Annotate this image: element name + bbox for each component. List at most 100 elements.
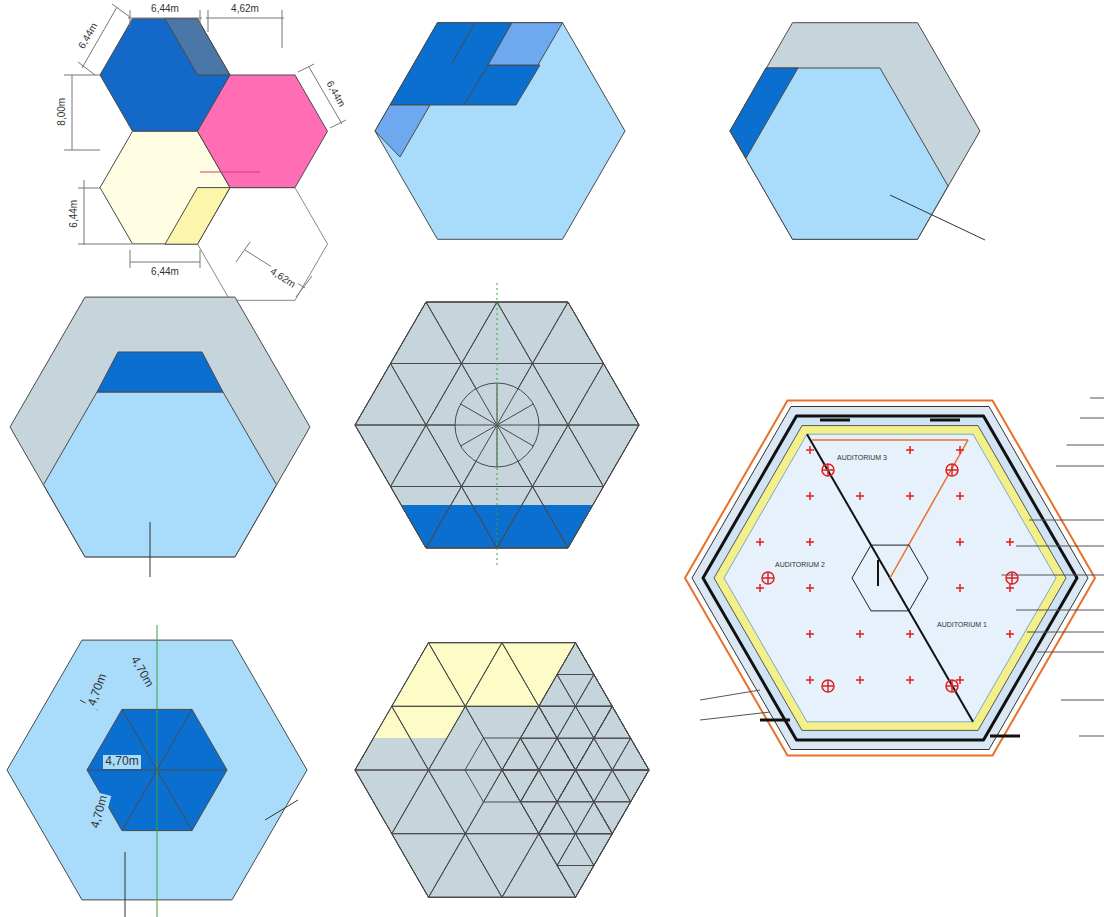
door-segment [760,719,790,722]
grid-triangle [594,738,631,770]
grid-triangle [355,364,426,426]
grid-triangle [392,643,466,707]
leader-line [1016,610,1104,611]
grid-triangle [502,770,539,802]
line [298,64,314,72]
line [236,242,250,262]
leader-line [1056,466,1104,467]
line [78,244,132,245]
grid-triangle [539,675,576,707]
column-symbol [762,572,774,584]
leader-line [700,712,770,720]
dimension-label: 6,44m [68,198,80,230]
leader-line [265,800,298,820]
grid-triangle [533,364,604,426]
grid-triangle [557,706,594,738]
grid-triangle [355,425,426,487]
line [200,250,201,268]
column-cross [759,538,761,546]
grid-triangle [557,675,594,707]
column-cross [1009,584,1011,592]
grid-triangle [497,302,568,364]
line [112,4,130,17]
leader-line [1090,398,1104,399]
grid-triangle [502,738,539,770]
door-segment [990,735,1020,738]
grid-triangle [533,302,604,364]
column-cross [1009,538,1011,546]
grid-triangle [576,706,613,738]
grid-triangle [355,706,429,770]
leader-line [1029,520,1104,521]
grid-triangle [533,487,604,549]
medium-blue-strip [375,105,430,157]
grid-triangle [557,643,594,675]
dimension-label: 8,00m [56,96,68,128]
column-cross [959,538,961,546]
column-cross [809,538,811,546]
line [330,120,346,128]
column-cross [759,584,761,592]
leader-line [700,690,760,700]
dimension-label: 6,44m [149,266,181,278]
column-cross [809,676,811,684]
circle-spoke [476,389,497,425]
triangle-line [122,770,157,831]
line [200,10,201,28]
grid-triangle [576,675,613,707]
yellow-region [373,643,576,738]
circle-spoke [497,425,498,467]
dimension-label: 6,44m [323,77,349,110]
dark-blue-trapezoid [97,352,223,392]
grid-triangle [539,770,576,802]
grid-triangle [576,738,613,770]
grid-triangle [426,302,497,364]
grid-triangle [594,802,631,834]
grid-triangle [429,834,503,898]
grid-triangle [568,425,639,487]
dimension-line [84,180,85,245]
circle-spoke [461,425,497,446]
grid-triangle [594,770,631,802]
hexagon-outline [355,643,649,898]
grid-triangle [576,802,613,834]
door-segment [820,419,850,422]
partition-line [807,434,973,722]
inner-hexagon [465,738,539,802]
light-blue-region [44,392,277,557]
triangle-line [157,770,227,771]
dimension-line [130,262,200,263]
dimension-line [206,18,284,19]
column-cross [809,492,811,500]
grid-triangle [576,834,613,866]
wall [703,416,1077,740]
edge-line [452,23,475,63]
grid-triangle [520,770,557,802]
grid-triangle [557,802,594,834]
grid-triangle [576,770,613,802]
column-cross [909,630,911,638]
leader-line [1027,632,1104,633]
grid-triangle [520,706,557,738]
grid-triangle [539,643,613,707]
grey-hexagon [355,643,649,898]
column-symbol [827,680,829,692]
central-hexagon [852,545,928,611]
grid-triangle [533,425,604,487]
yellow-band [714,426,1066,731]
grid-triangle [539,834,576,866]
dimension-label: 4,62m [267,265,300,292]
leader-line [150,522,151,577]
circle-spoke [497,425,533,446]
grid-triangle [391,302,462,364]
grid-triangle [355,770,429,834]
light-blue-hexagon [375,23,625,240]
line [296,276,312,297]
dark-blue-strip [730,68,798,158]
grid-triangle [391,425,462,487]
grid-triangle [392,770,466,834]
dimension-label: 6,44m [75,19,101,52]
line [78,188,100,189]
circle-spoke [497,389,518,425]
